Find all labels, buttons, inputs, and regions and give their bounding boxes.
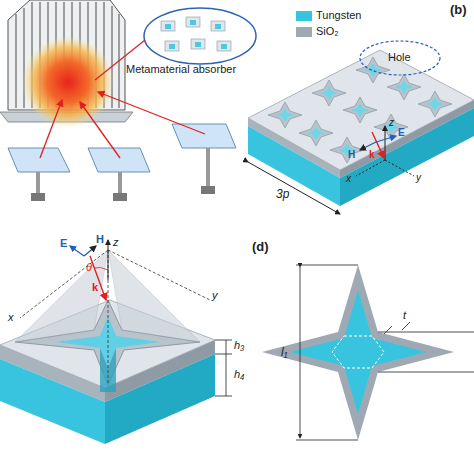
annotation-label: z [113,237,119,248]
annotation-label: y [212,290,218,301]
annotation-label: H [96,234,104,245]
legend-swatch [296,11,312,21]
annotation-label: z [389,118,394,128]
annotation-label: x [346,174,351,184]
axes-b [356,126,414,176]
annotation-label: E [60,238,67,249]
annotation-label: 3p [276,188,289,200]
legend-text: Tungsten [316,10,361,21]
solar-tower [0,0,133,128]
array-slab [248,41,474,214]
annotation-label: t [403,310,406,321]
annotation-label: h₃ [234,340,244,351]
legend-swatch [296,27,312,37]
annotation-label: (d) [252,240,269,253]
legend-text: SiO₂ [316,26,339,37]
absorber-callout [95,8,256,80]
annotation-label: E [398,128,405,138]
annotation-label: Metamaterial absorber [126,64,236,75]
annotation-label: k [92,282,98,293]
annotation-label: h₄ [234,369,245,380]
annotation-label: (b) [450,3,467,16]
annotation-label: Hole [388,52,411,63]
unit-cell [0,240,232,444]
annotation-label: k [369,150,375,160]
annotation-label: θ [86,262,92,273]
annotation-label: l₁ [281,346,287,358]
annotation-label: y [416,173,421,183]
star-top-view [262,265,474,440]
annotation-label: H [348,150,355,160]
heliostats [8,92,236,201]
annotation-label: x [8,312,14,323]
